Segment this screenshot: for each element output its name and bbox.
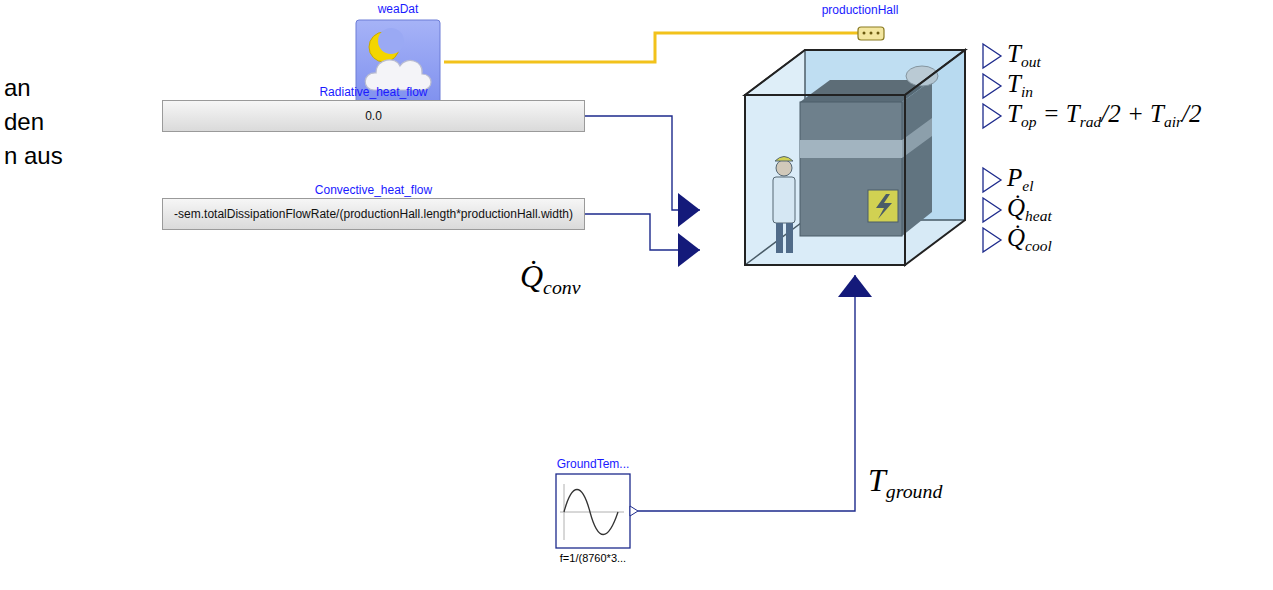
block-name: Convective_heat_flow: [162, 182, 585, 198]
sine-source: GroundTem...f=1/(8760*3...: [548, 456, 638, 568]
signal-name: Q̇heat: [1007, 194, 1052, 225]
signal-name: Pel: [1007, 164, 1033, 195]
expression-value: 0.0: [365, 109, 382, 123]
sine-icon: [548, 456, 638, 568]
signal-name: Top = Trad/2 + Tair/2: [1007, 100, 1202, 131]
constant-source: Convective_heat_flow -sem.totalDissipatio…: [162, 182, 585, 230]
signal-name: Tin: [1007, 70, 1033, 101]
signal-name: Q̇cool: [1007, 224, 1052, 255]
block-name: weaDat: [352, 1, 444, 17]
bus-connector-icon: [858, 27, 884, 40]
signal-connection: [585, 214, 700, 250]
connection-label: Q̇conv: [520, 258, 581, 299]
note-text: an: [4, 74, 31, 102]
expression-box: 0.0: [162, 100, 585, 132]
expression-value: -sem.totalDissipationFlowRate/(productio…: [174, 207, 573, 221]
block-name: Radiative_heat_flow: [162, 84, 585, 100]
signal-connection: [585, 116, 700, 210]
signal-connection: [638, 275, 855, 511]
building-model: productionHall: [700, 40, 980, 275]
block-name: productionHall: [740, 2, 980, 18]
constant-source: Radiative_heat_flow 0.0: [162, 84, 585, 132]
block-name: GroundTem...: [528, 456, 658, 472]
output-ports: [983, 44, 1001, 252]
note-text: n aus: [4, 142, 63, 170]
block-parameter: f=1/(8760*3...: [528, 550, 658, 566]
signal-name: Tout: [1007, 40, 1041, 71]
connection-label: Tground: [868, 462, 942, 503]
note-text: den: [4, 108, 44, 136]
expression-box: -sem.totalDissipationFlowRate/(productio…: [162, 198, 585, 230]
production-hall-illustration: [700, 40, 980, 275]
